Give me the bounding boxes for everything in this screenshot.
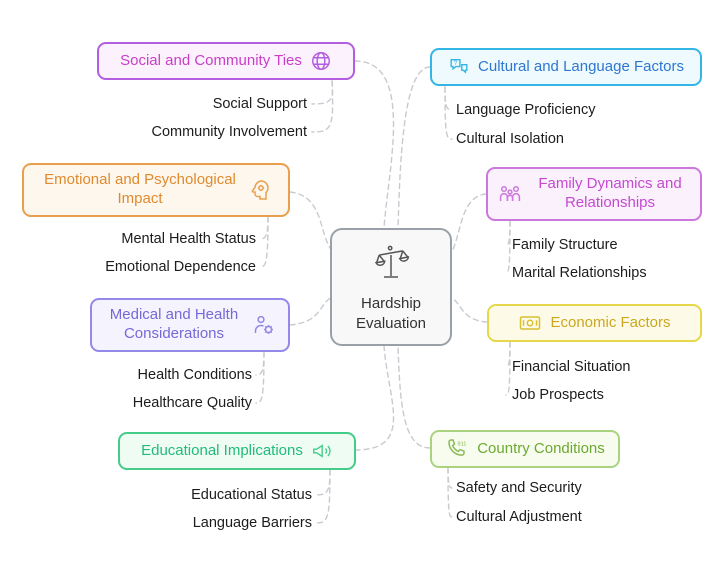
child-social-support: Social Support (212, 96, 307, 112)
node-label: Medical and Health Considerations (109, 306, 239, 342)
child-cultural-adjustment: Cultural Adjustment (456, 509, 582, 525)
balance-scale-icon (371, 241, 411, 288)
node-cultural-and-language-factors: ? Cultural and Language Factors (430, 48, 702, 86)
node-label: Educational Implications (141, 441, 303, 459)
child-emotional-dependence: Emotional Dependence (105, 259, 256, 275)
child-job-prospects: Job Prospects (512, 387, 604, 403)
center-label: Hardship Evaluation (355, 295, 427, 332)
node-educational-implications: Educational Implications (118, 432, 356, 470)
child-safety-and-security: Safety and Security (456, 480, 582, 496)
node-label: Family Dynamics and Relationships (538, 175, 682, 211)
center-node-hardship-evaluation: Hardship Evaluation (330, 228, 452, 346)
node-social-and-community-ties: Social and Community Ties (97, 42, 355, 80)
svg-text:911: 911 (458, 441, 467, 447)
child-marital-relationships: Marital Relationships (512, 265, 647, 281)
node-label: Social and Community Ties (120, 51, 302, 69)
head-gear-icon (248, 178, 272, 202)
person-gear-icon (252, 313, 276, 337)
node-label: Emotional and Psychological Impact (44, 171, 236, 207)
node-label: Cultural and Language Factors (478, 57, 684, 75)
node-label: Country Conditions (477, 439, 605, 457)
family-icon (498, 182, 522, 206)
child-mental-health-status: Mental Health Status (121, 231, 256, 247)
megaphone-icon (311, 440, 333, 462)
child-financial-situation: Financial Situation (512, 359, 631, 375)
child-health-conditions: Health Conditions (137, 367, 252, 383)
child-educational-status: Educational Status (191, 487, 312, 503)
child-healthcare-quality: Healthcare Quality (132, 395, 252, 411)
node-label: Economic Factors (550, 313, 671, 331)
node-medical-and-health-considerations: Medical and Health Considerations (90, 298, 290, 352)
node-economic-factors: Economic Factors (487, 304, 702, 342)
node-country-conditions: 911 Country Conditions (430, 430, 620, 468)
chat-question-icon: ? (448, 56, 470, 78)
globe-icon (310, 50, 332, 72)
phone-911-icon: 911 (445, 437, 469, 461)
child-community-involvement: Community Involvement (151, 124, 307, 140)
node-family-dynamics-and-relationships: Family Dynamics and Relationships (486, 167, 702, 221)
svg-text:?: ? (454, 60, 458, 67)
child-language-barriers: Language Barriers (192, 515, 312, 531)
child-cultural-isolation: Cultural Isolation (456, 131, 564, 147)
child-family-structure: Family Structure (512, 237, 618, 253)
banknote-icon (518, 311, 542, 335)
child-language-proficiency: Language Proficiency (456, 102, 596, 118)
node-emotional-and-psychological-impact: Emotional and Psychological Impact (22, 163, 290, 217)
